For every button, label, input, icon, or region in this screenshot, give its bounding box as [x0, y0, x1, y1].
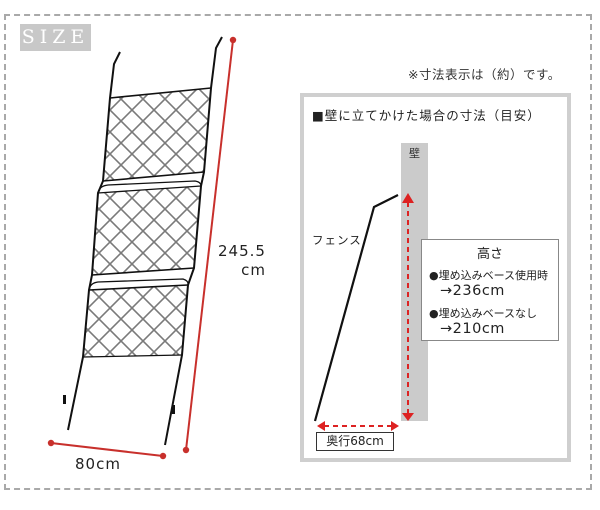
width-dimension-line	[50, 442, 164, 457]
height-with-base-value: →236cm	[440, 283, 505, 299]
lattice-panel-top	[103, 88, 211, 181]
lattice-panel-bottom	[83, 285, 188, 357]
lattice-panel-middle	[92, 186, 201, 275]
width-dimension-label: 80cm	[75, 455, 121, 473]
depth-label: 奥行68cm	[316, 432, 394, 451]
height-dimension-line	[185, 39, 234, 451]
fence-line	[313, 194, 399, 422]
height-value: 245.5	[218, 242, 266, 260]
height-without-base-label: ●埋め込みベースなし	[429, 307, 538, 320]
height-dimension-label: 245.5 cm	[218, 242, 266, 280]
height-with-base-label: ●埋め込みベース使用時	[429, 269, 549, 282]
height-info-box: 高さ ●埋め込みベース使用時 →236cm ●埋め込みベースなし →210cm	[421, 239, 559, 341]
height-unit: cm	[241, 261, 266, 279]
height-box-title: 高さ	[476, 247, 503, 262]
height-without-base-value: →210cm	[440, 321, 505, 337]
wall-label: 壁	[409, 147, 420, 160]
size-badge: SIZE	[20, 24, 91, 51]
fence-label: フェンス	[312, 233, 362, 247]
dashed-frame	[4, 14, 592, 490]
panel-title: ■壁に立てかけた場合の寸法（目安）	[312, 108, 541, 123]
approximate-note: ※寸法表示は（約）です。	[408, 67, 561, 82]
